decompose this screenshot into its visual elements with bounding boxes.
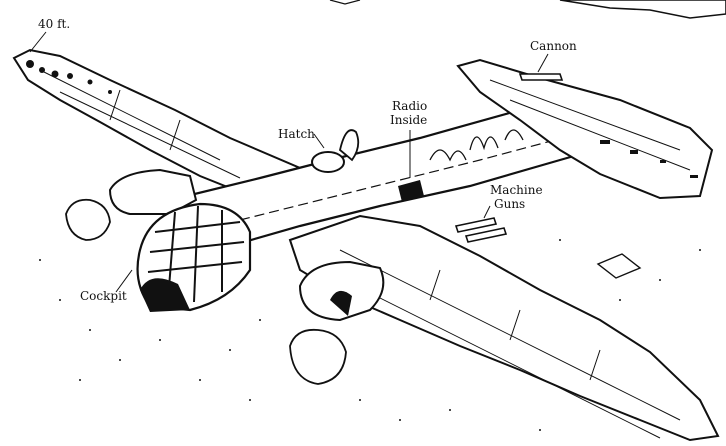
label-cannon: Cannon [530,39,577,53]
hatch-leader [313,133,325,149]
machine-guns [454,217,508,243]
left-wing-coral-growth [26,60,112,94]
tail-panel-lines [489,79,691,171]
label-radio: Radio [392,99,427,113]
cannon [518,73,564,81]
cockpit-leader [115,269,133,293]
right-wing [288,214,720,442]
rock-left [65,198,111,241]
cockpit-dark-nose [140,278,190,312]
sand-stipple [39,239,701,431]
right-engine-opening [330,290,352,316]
label-machine-guns: Guns [494,197,525,211]
label-machine: Machine [490,183,543,197]
fuselage-centerline [239,127,601,221]
hatch [311,151,345,173]
cockpit-glazing-frame [147,205,245,303]
left-engine [108,168,198,215]
depth-leader [29,31,47,53]
tail-markings [600,140,698,178]
cannon-leader [537,53,549,73]
radio-opening [398,180,424,202]
seabed-rock-top [559,0,726,19]
right-wing-panel-lines [319,249,681,439]
left-wing-panel-lines [39,69,241,179]
label-cockpit: Cockpit [80,289,127,303]
hatch-cover [338,129,360,162]
debris-plate [596,253,642,279]
machine-guns-leader [483,205,491,219]
seabed-rock-left [329,0,361,5]
label-hatch: Hatch [278,127,315,141]
rock-bottom [289,328,347,385]
label-depth: 40 ft. [38,17,70,31]
label-radio-inside: Inside [390,113,427,127]
